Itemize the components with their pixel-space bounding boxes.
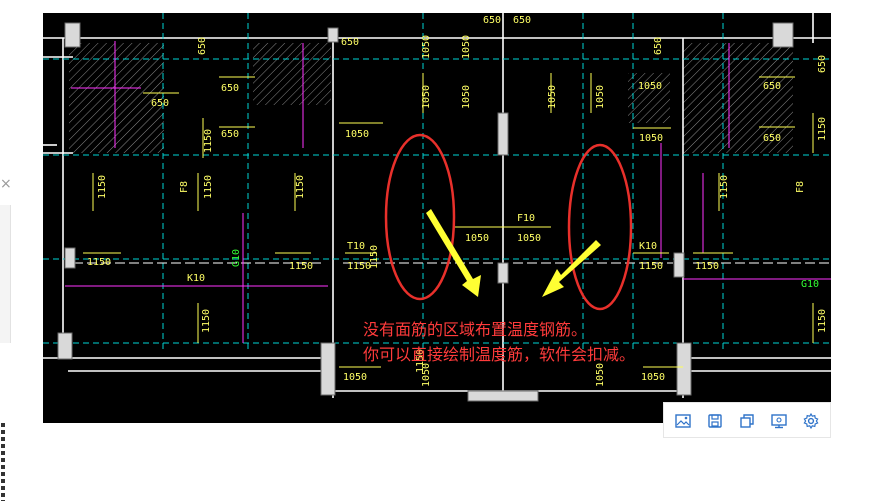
view-toolbar: [663, 402, 831, 438]
dim-label: 650: [653, 37, 664, 55]
gear-icon: [803, 412, 819, 430]
dim-label: 1050: [461, 85, 472, 109]
dim-label: 1150: [817, 117, 828, 141]
dimension-labels: 650 650 650 650 650 650 650 650 650 650 …: [87, 15, 828, 387]
dim-label: 1050: [421, 35, 432, 59]
dim-label: 650: [763, 81, 781, 92]
dim-label: 650: [763, 133, 781, 144]
toolbar-image-button[interactable]: [670, 408, 696, 434]
rebar-label: F10: [517, 213, 535, 224]
dim-label: 1150: [203, 175, 214, 199]
dim-label: 650: [221, 129, 239, 140]
columns: [57, 22, 794, 402]
dim-label: 650: [197, 37, 208, 55]
dim-label: 650: [221, 83, 239, 94]
dim-label: 1050: [421, 85, 432, 109]
dim-label: 1050: [595, 85, 606, 109]
dim-label: 1150: [87, 257, 111, 268]
save-icon: [708, 414, 722, 428]
dim-label: 1050: [517, 233, 541, 244]
dim-label: 1150: [201, 309, 212, 333]
dim-label: 1050: [421, 363, 432, 387]
highlight-ellipses: [384, 133, 633, 311]
dim-label: 1050: [343, 372, 367, 383]
dimension-ticks: [83, 73, 814, 368]
dim-label: 1150: [295, 175, 306, 199]
highlight-ellipse-right: [567, 143, 633, 311]
rebar-label: K10: [639, 241, 657, 252]
dim-label: 1050: [465, 233, 489, 244]
rebar-label: T10: [347, 241, 365, 252]
dim-label: 1050: [639, 133, 663, 144]
arrow-right-icon: [542, 240, 601, 297]
dim-label: 1150: [97, 175, 108, 199]
dim-label: 1150: [369, 245, 380, 269]
grid-dashed-lines: [43, 13, 831, 353]
side-panel: [0, 205, 11, 501]
dim-label: 1150: [289, 261, 313, 272]
annotation-text: 没有面筋的区域布置温度钢筋。 你可以直接绘制温度筋，软件会扣减。: [363, 320, 635, 364]
dim-label: 1150: [719, 175, 730, 199]
dim-label: 1050: [641, 372, 665, 383]
toolbar-monitor-button[interactable]: [766, 408, 792, 434]
monitor-icon: [771, 414, 787, 429]
dim-label: 1150: [415, 349, 426, 373]
rebar-label: F8: [179, 181, 190, 193]
rebar-label: G10: [801, 279, 819, 290]
dim-label: 650: [483, 15, 501, 26]
arrow-left-icon: [426, 209, 481, 297]
hatched-wall-blocks: [69, 43, 793, 153]
toolbar-save-button[interactable]: [702, 408, 728, 434]
dim-label: 1150: [203, 129, 214, 153]
rebar-label: F8: [795, 181, 806, 193]
side-panel-handle-icon[interactable]: [1, 423, 5, 501]
magenta-beam-lines: [65, 41, 831, 343]
cad-drawing: 650 650 650 650 650 650 650 650 650 650 …: [43, 13, 831, 402]
cad-drawing-view[interactable]: 650 650 650 650 650 650 650 650 650 650 …: [43, 13, 831, 423]
toolbar-copy-button[interactable]: [734, 408, 760, 434]
dim-label: 1150: [347, 261, 371, 272]
dim-label: 1150: [817, 309, 828, 333]
rebar-label: K10: [187, 273, 205, 284]
dim-label: 650: [341, 37, 359, 48]
dim-label: 1050: [461, 35, 472, 59]
dim-label: 1050: [638, 81, 662, 92]
image-icon: [675, 414, 691, 428]
annotation-line-2: 你可以直接绘制温度筋，软件会扣减。: [363, 345, 635, 364]
close-icon[interactable]: ×: [0, 176, 12, 192]
highlight-ellipse-left: [384, 133, 456, 301]
toolbar-settings-button[interactable]: [798, 408, 824, 434]
dim-label: 1150: [695, 261, 719, 272]
pointer-arrows: [426, 209, 601, 297]
dim-label: 1150: [639, 261, 663, 272]
wall-outlines: [43, 13, 831, 398]
dim-label: 650: [817, 55, 828, 73]
dim-label: 650: [513, 15, 531, 26]
copy-icon: [740, 414, 754, 428]
dim-label: 1050: [345, 129, 369, 140]
dim-label: 1050: [595, 363, 606, 387]
dim-label: 650: [151, 98, 169, 109]
dim-label: 1050: [547, 85, 558, 109]
rebar-label: G10: [231, 249, 242, 267]
annotation-line-1: 没有面筋的区域布置温度钢筋。: [363, 320, 587, 339]
